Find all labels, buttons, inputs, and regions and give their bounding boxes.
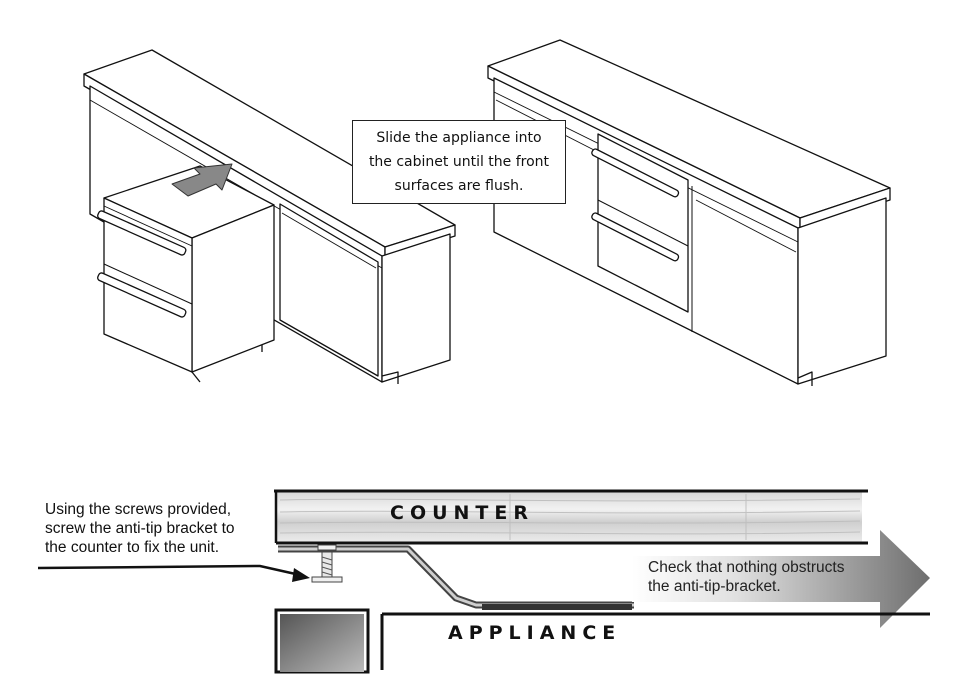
- push-arrow-icon: [171, 163, 233, 197]
- left-cabinet-illustration: [83, 49, 456, 384]
- appliance-handle-top: [97, 210, 187, 256]
- slide-instruction-line-2: the cabinet until the front: [368, 154, 550, 170]
- left-cabinet-side: [381, 233, 451, 383]
- cross-section-diagram: [37, 489, 930, 674]
- obstruction-instruction-line-2: the anti-tip-bracket.: [648, 578, 781, 595]
- screw-pointer-arrow: [37, 564, 310, 582]
- appliance-handle-bottom: [97, 272, 187, 318]
- screw-instruction-line-1: Using the screws provided,: [45, 501, 232, 518]
- obstruction-instruction-line-1: Check that nothing obstructs: [648, 559, 845, 576]
- slide-instruction-line-3: surfaces are flush.: [394, 178, 524, 194]
- screw-instruction: Using the screws provided, screw the ant…: [45, 500, 275, 557]
- installed-handle-top: [591, 148, 680, 198]
- right-cabinet-illustration: [487, 39, 891, 386]
- screw-icon: [311, 544, 343, 583]
- slide-instruction-callout: Slide the appliance into the cabinet unt…: [352, 120, 566, 204]
- slide-instruction-line-1: Slide the appliance into: [376, 130, 542, 146]
- obstruction-instruction: Check that nothing obstructs the anti-ti…: [648, 558, 888, 596]
- right-cabinet-side: [797, 197, 887, 385]
- screw-instruction-line-2: screw the anti-tip bracket to: [45, 520, 235, 537]
- left-cabinet-door: [279, 203, 379, 377]
- appliance-label: APPLIANCE: [448, 622, 622, 644]
- counter-label: COUNTER: [390, 502, 534, 524]
- installed-handle-bottom: [591, 212, 680, 262]
- direction-arrow-icon: [632, 530, 930, 628]
- screw-instruction-line-3: the counter to fix the unit.: [45, 539, 220, 556]
